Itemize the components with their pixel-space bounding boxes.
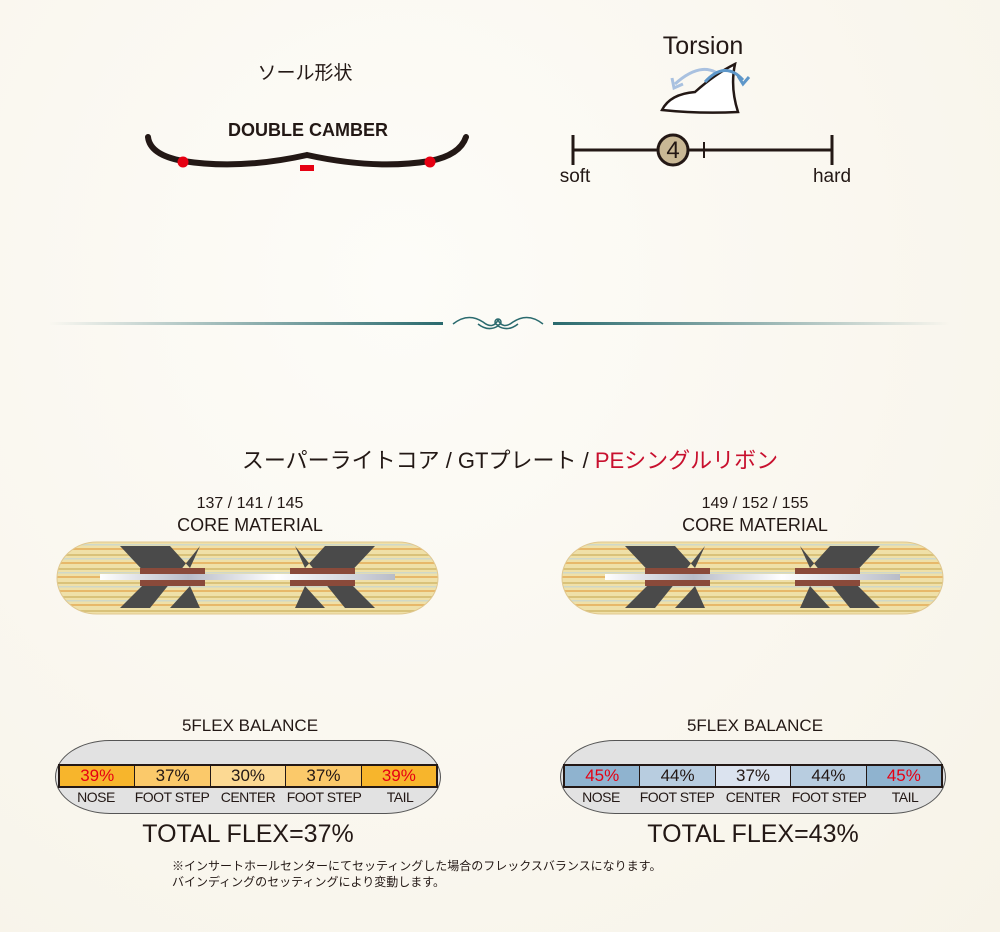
ornamental-divider (48, 316, 950, 330)
materials-heading-main: スーパーライトコア / GTプレート / (241, 448, 595, 473)
core-material-board-graphic (561, 541, 944, 615)
total-flex: TOTAL FLEX=37% (142, 820, 354, 848)
contact-point (177, 156, 189, 168)
board-sizes: 149 / 152 / 155 (701, 495, 809, 512)
flex-value-cell: 45% (866, 766, 942, 786)
flex-value-cell: 44% (791, 766, 867, 786)
flex-zone-label: TAIL (386, 789, 414, 805)
flex-value-cell: 30% (210, 766, 287, 786)
scale-hard-label: hard (812, 166, 852, 187)
materials-heading-accent: PEシングルリボン (594, 448, 779, 473)
flex-value-cell: 39% (60, 766, 136, 786)
camber-label: DOUBLE CAMBER (228, 120, 388, 140)
flex-zone-label: CENTER (220, 789, 276, 805)
board-sizes: 137 / 141 / 145 (196, 495, 304, 512)
torsion-title: Torsion (662, 32, 744, 60)
flex-value-cell: 37% (286, 766, 362, 786)
torsion-scale (571, 133, 834, 167)
total-flex: TOTAL FLEX=43% (647, 820, 859, 848)
core-material-label: CORE MATERIAL (682, 515, 828, 535)
torsion-value: 4 (666, 137, 680, 164)
scale-soft-label: soft (559, 166, 591, 187)
flex-value-cell: 45% (565, 766, 641, 786)
flex-zone-label: FOOT STEP (286, 789, 362, 805)
flex-zone-label: FOOT STEP (791, 789, 867, 805)
note-line-1: ※インサートホールセンターにてセッティングした場合のフレックスバランスになります… (172, 859, 662, 873)
torsion-icon (660, 62, 751, 114)
flex-balance-title: 5FLEX BALANCE (181, 716, 319, 735)
core-material-label: CORE MATERIAL (177, 515, 323, 535)
flex-balance-title: 5FLEX BALANCE (686, 716, 824, 735)
center-marker (300, 165, 314, 171)
flex-value-cell: 37% (715, 766, 792, 786)
flex-zone-label: TAIL (891, 789, 919, 805)
materials-heading: スーパーライトコア / GTプレート / PEシングルリボン (242, 443, 778, 475)
flex-zone-label: NOSE (77, 789, 115, 805)
note-line-2: バインディングのセッティングにより変動します。 (172, 875, 446, 889)
flex-value-cell: 37% (135, 766, 211, 786)
core-material-board-graphic (56, 541, 439, 615)
camber-profile-graphic (145, 134, 469, 171)
flex-zone-label: FOOT STEP (639, 789, 715, 805)
flex-value-cell: 39% (361, 766, 437, 786)
sole-title: ソール形状 (257, 63, 353, 84)
flex-value-cell: 44% (640, 766, 716, 786)
flex-zone-label: NOSE (582, 789, 620, 805)
contact-point (424, 156, 436, 168)
flex-zone-label: FOOT STEP (134, 789, 210, 805)
flex-zone-label: CENTER (725, 789, 781, 805)
